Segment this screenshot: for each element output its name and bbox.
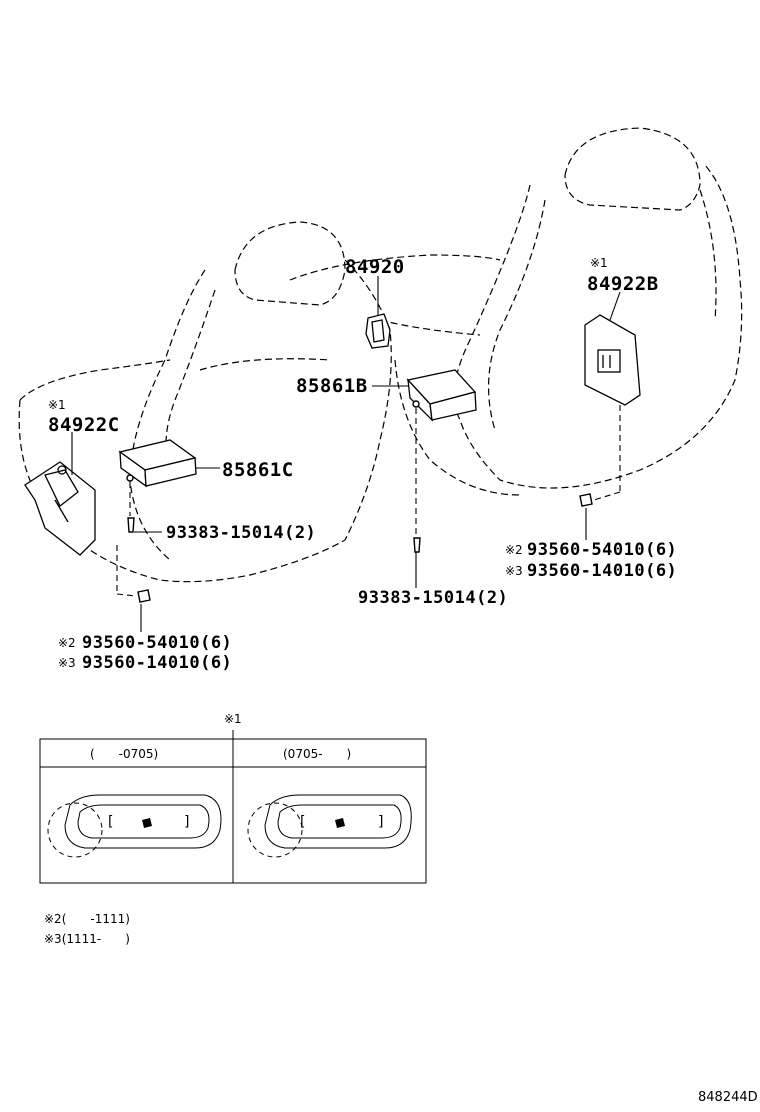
label-85861B: 85861B xyxy=(296,375,368,397)
label-screw-right: 93383-15014(2) xyxy=(358,588,509,608)
left-headrest xyxy=(234,221,346,306)
note-3-left: ※3 xyxy=(58,656,76,670)
label-84920: 84920 xyxy=(345,256,405,278)
note-2-right: ※2 xyxy=(505,543,523,557)
label-bolt-right-b: 93560-14010(6) xyxy=(527,561,678,581)
svg-text:]: ] xyxy=(184,814,189,830)
right-cushion xyxy=(289,254,501,281)
left-seatback xyxy=(129,269,206,561)
svg-text:[: [ xyxy=(108,814,113,830)
clip-84920 xyxy=(365,313,391,349)
label-84922C: 84922C xyxy=(48,414,120,436)
note-3-right: ※3 xyxy=(505,564,523,578)
label-bolt-left-a: 93560-54010(6) xyxy=(82,633,233,653)
note-1-left: ※1 xyxy=(48,398,66,412)
note-2-left: ※2 xyxy=(58,636,76,650)
right-seatback xyxy=(453,164,743,489)
left-cushion xyxy=(19,359,171,401)
table-marker: ※1 xyxy=(224,712,242,726)
label-screw-left: 93383-15014(2) xyxy=(166,523,317,543)
label-85861C: 85861C xyxy=(222,459,294,481)
unit-84922B xyxy=(584,314,641,406)
figure-id: 848244D xyxy=(698,1090,758,1105)
table-col-after-0705: (0705- ) xyxy=(283,747,352,761)
label-bolt-right-a: 93560-54010(6) xyxy=(527,540,678,560)
table-col-before-0705: ( -0705) xyxy=(90,747,159,761)
label-bolt-left-b: 93560-14010(6) xyxy=(82,653,233,673)
svg-text:[: [ xyxy=(300,814,305,830)
label-84922B: 84922B xyxy=(587,273,659,295)
right-headrest xyxy=(564,127,701,211)
footnote-2: ※2( -1111) xyxy=(44,912,130,926)
note-1-right: ※1 xyxy=(590,256,608,270)
svg-text:]: ] xyxy=(378,814,383,830)
footnote-3: ※3(1111- ) xyxy=(44,932,130,946)
